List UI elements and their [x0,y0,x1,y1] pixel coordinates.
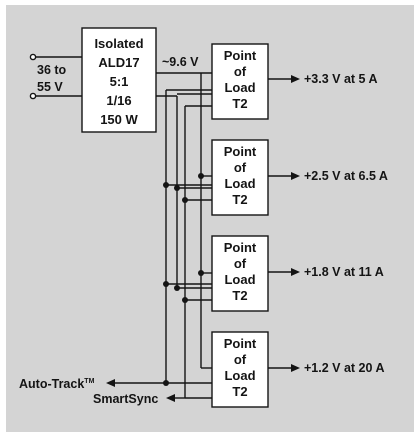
converter-line4: 1/16 [106,93,131,108]
junction-dot [174,185,180,191]
output-arrow-1 [268,75,300,83]
pol-module-4: Point of Load T2 [211,331,269,408]
pol-line1: Point [224,48,257,63]
converter-line1: Isolated [94,36,143,51]
junction-dot [182,197,188,203]
bus-voltage-label: ~9.6 V [162,55,199,69]
pol-line3: Load [224,176,255,191]
pol-line2: of [234,256,247,271]
junction-dots [163,173,204,386]
junction-dot [163,380,169,386]
converter-line2: ALD17 [98,55,139,70]
pol-output-2: +2.5 V at 6.5 A [304,169,388,183]
pol-output-4: +1.2 V at 20 A [304,361,385,375]
output-arrow-4 [268,364,300,372]
junction-dot [174,285,180,291]
pol-line2: of [234,160,247,175]
output-arrow-2 [268,172,300,180]
input-voltage-line1: 36 to [37,63,67,77]
converter-line5: 150 W [100,112,138,127]
junction-dot [198,173,204,179]
bus-wiring [114,72,212,399]
pol-output-3: +1.8 V at 11 A [304,265,384,279]
pol-line1: Point [224,336,257,351]
isolated-converter-box: Isolated ALD17 5:1 1/16 150 W [81,27,157,133]
pol-module-2: Point of Load T2 [211,139,269,216]
smartsync-label: SmartSync [93,392,158,406]
pol-module-1: Point of Load T2 [211,43,269,120]
junction-dot [163,182,169,188]
pol-line1: Point [224,144,257,159]
pol-line4: T2 [232,192,247,207]
pol-line2: of [234,64,247,79]
smartsync-arrow [166,394,175,402]
converter-line3: 5:1 [110,74,129,89]
output-arrow-3 [268,268,300,276]
junction-dot [182,297,188,303]
pol-line4: T2 [232,288,247,303]
pol-line4: T2 [232,96,247,111]
input-terminals [29,53,82,100]
pol-line1: Point [224,240,257,255]
auto-track-label: Auto-TrackTM [19,377,95,391]
junction-dot [198,270,204,276]
pol-module-3: Point of Load T2 [211,235,269,312]
pol-line3: Load [224,80,255,95]
auto-track-arrow [106,379,115,387]
auto-track-text: Auto-Track [19,377,84,391]
pol-line2: of [234,352,247,367]
pol-output-1: +3.3 V at 5 A [304,72,378,86]
pol-line4: T2 [232,384,247,399]
pol-line3: Load [224,272,255,287]
input-voltage-line2: 55 V [37,80,63,94]
pol-line3: Load [224,368,255,383]
junction-dot [163,281,169,287]
diagram-panel [6,5,414,432]
auto-track-tm: TM [84,378,94,385]
